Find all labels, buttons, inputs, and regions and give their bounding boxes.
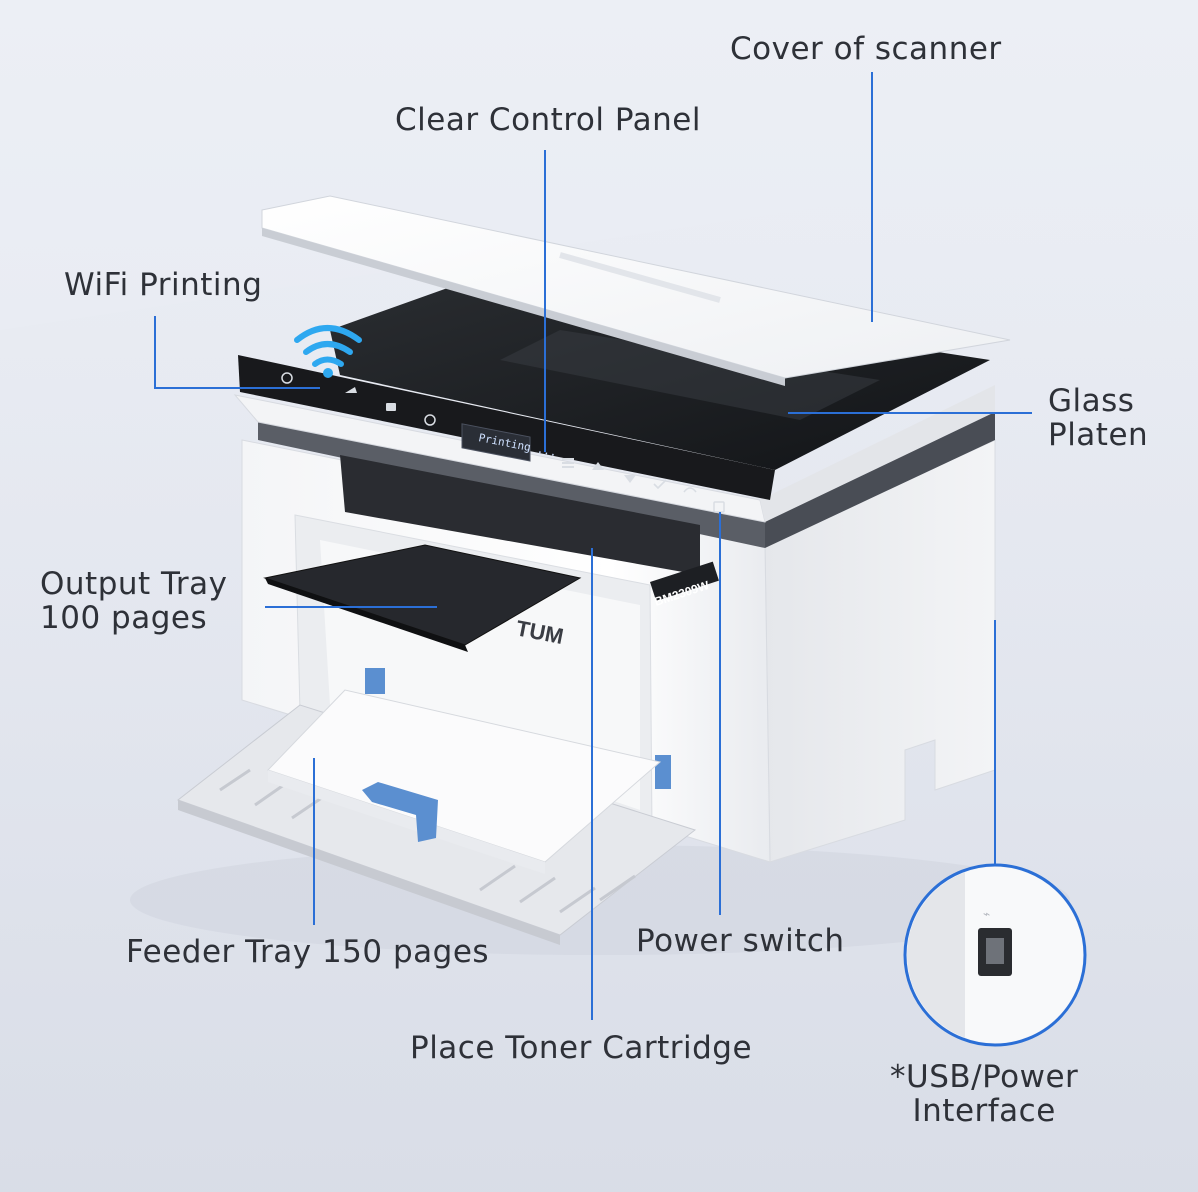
paper-stack-edge (268, 770, 545, 874)
output-tray-lip (265, 578, 468, 652)
label-glass-platen-line1: Glass (1048, 383, 1135, 419)
panel-buttons (281, 372, 725, 513)
wifi-icon-dot (323, 368, 333, 378)
label-glass-platen-line2: Platen (1048, 417, 1149, 453)
label-power-switch: Power switch (636, 923, 845, 959)
callout-lines (154, 72, 1032, 1020)
line-wifi (154, 316, 320, 389)
paper-guide-right (655, 755, 671, 789)
label-wifi-printing: WiFi Printing (64, 267, 263, 303)
wifi-icon (294, 325, 362, 367)
usb-symbol: ⌁ (983, 907, 990, 921)
label-usb-line2: Interface (912, 1093, 1056, 1129)
label-usb-power-interface: *USB/Power Interface (890, 1060, 1078, 1128)
label-output-tray: Output Tray 100 pages (40, 567, 228, 635)
label-cover-of-scanner: Cover of scanner (730, 31, 1002, 67)
label-glass-platen: Glass Platen (1048, 384, 1148, 452)
label-output-tray-line1: Output Tray (40, 566, 228, 602)
label-usb-line1: *USB/Power (890, 1059, 1079, 1095)
model-badge (650, 561, 719, 602)
scanner-base-side (760, 385, 995, 522)
cover-logo-emboss (559, 252, 721, 303)
label-feeder-tray: Feeder Tray 150 pages (126, 934, 490, 970)
control-panel (238, 355, 775, 500)
platen-reflection (500, 330, 880, 420)
scanner-cover (261, 195, 1011, 379)
tray-clip (362, 782, 438, 842)
scanner-cover-edge (262, 228, 785, 386)
usb-zoom-ring (903, 863, 1087, 1047)
paper-guide-left (365, 668, 385, 694)
label-output-tray-line2: 100 pages (40, 600, 208, 636)
lcd-screen (461, 423, 531, 462)
label-place-toner-cartridge: Place Toner Cartridge (410, 1030, 753, 1066)
printer-side (764, 439, 996, 863)
output-slot (340, 455, 700, 575)
label-clear-control-panel: Clear Control Panel (395, 102, 701, 138)
scanner-band-side (765, 410, 995, 548)
usb-zoom: ⌁ (903, 863, 1087, 1047)
feeder-tray-edge (178, 800, 560, 945)
